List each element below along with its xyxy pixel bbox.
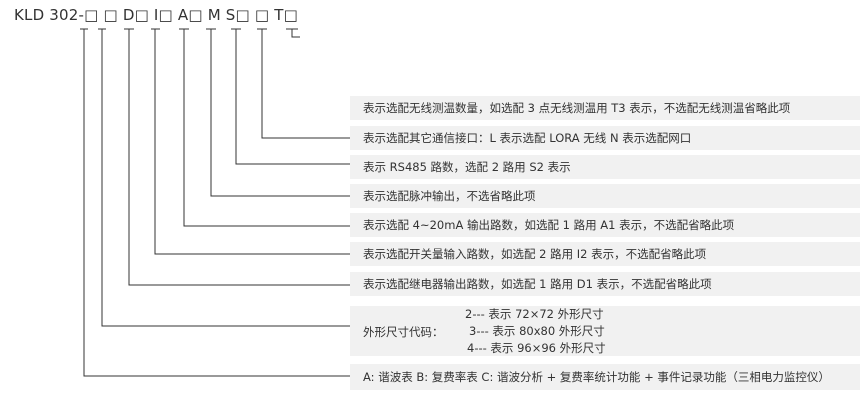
connector-interface — [261, 29, 350, 139]
connector-I — [154, 29, 350, 255]
connector-T — [291, 28, 300, 38]
size-option: 2--- 表示 72×72 外形尺寸 — [465, 307, 604, 321]
desc-interface: 表示选配其它通信接口：L 表示选配 LORA 无线 N 表示选配网口 — [350, 126, 860, 150]
desc-wireless-temp: 表示选配无线测温数量，如选配 3 点无线测温用 T3 表示，不选配无线测温省略此… — [350, 96, 860, 120]
size-option: 4--- 表示 96×96 外形尺寸 — [467, 341, 606, 355]
connector-D — [128, 29, 350, 286]
connector-M — [210, 29, 350, 197]
size-option: 3--- 表示 80x80 外形尺寸 — [469, 324, 605, 338]
desc-analog-output: 表示选配 4~20mA 输出路数，如选配 1 路用 A1 表示，不选配省略此项 — [350, 213, 860, 237]
connector-function — [83, 29, 350, 377]
desc-size: 外形尺寸代码： 2--- 表示 72×72 外形尺寸 3--- 表示 80x80… — [350, 306, 860, 356]
desc-function: A: 谐波表 B: 复费率表 C: 谐波分析 + 复费率统计功能 + 事件记录功… — [350, 364, 860, 390]
connector-S — [235, 29, 350, 165]
desc-relay-output: 表示选配继电器输出路数，如选配 1 路用 D1 表示，不选配省略此项 — [350, 272, 860, 296]
desc-switch-input: 表示选配开关量输入路数，如选配 2 路用 I2 表示，不选配省略此项 — [350, 242, 860, 266]
connector-A — [183, 29, 350, 227]
connector-size — [101, 29, 350, 327]
size-label: 外形尺寸代码： — [363, 325, 444, 339]
model-code: KLD 302-□ □ D□ I□ A□ M S□ □ T□ — [14, 6, 298, 24]
desc-pulse: 表示选配脉冲输出，不选省略此项 — [350, 184, 860, 208]
desc-rs485: 表示 RS485 路数，选配 2 路用 S2 表示 — [350, 155, 860, 179]
